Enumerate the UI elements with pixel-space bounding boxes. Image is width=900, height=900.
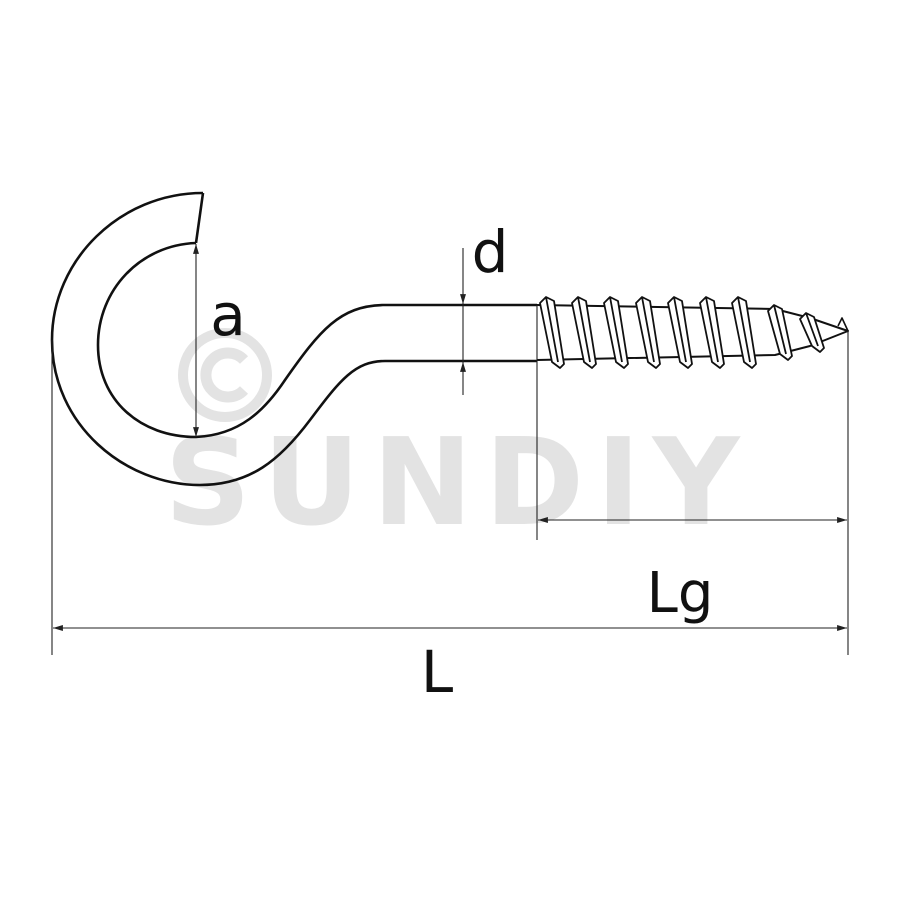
label-a: a [210,281,246,349]
thread-crest [571,296,597,369]
screw-thread [536,296,849,369]
thread-crest [667,296,693,369]
thread-crest [603,296,629,369]
thread-crest [767,304,793,361]
dimension-Lg [536,305,849,655]
label-L: L [421,638,453,706]
thread-crest [539,296,565,369]
watermark-brand: SUNDIY [165,414,742,553]
hook-outline [50,191,537,487]
label-d: d [472,218,509,286]
thread-crest [635,296,661,369]
thread-crest [799,312,825,353]
copyright-icon [178,328,272,422]
thread-crest [731,296,757,369]
dimension-L [51,340,847,655]
screw-tip [837,317,849,332]
label-Lg: Lg [647,561,714,626]
thread-crest [699,296,725,369]
